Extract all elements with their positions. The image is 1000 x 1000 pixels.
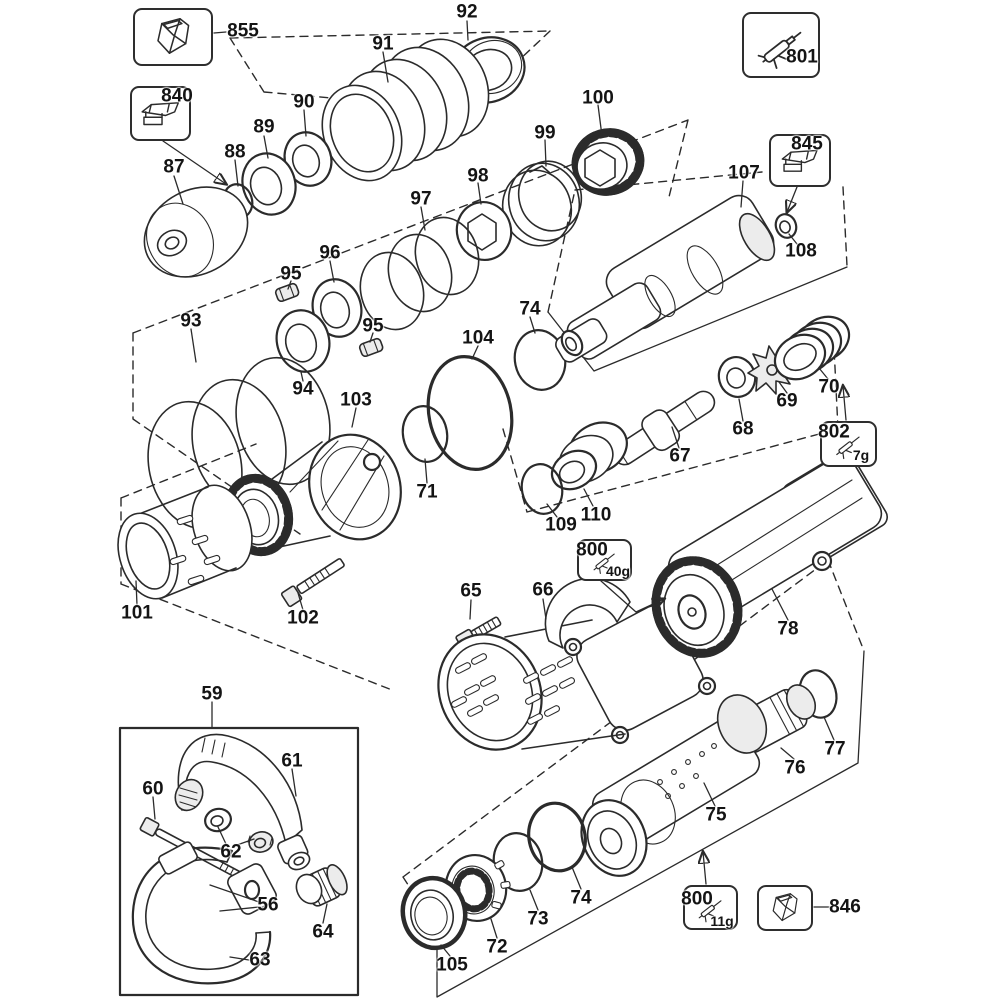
part-label-846: 846 xyxy=(829,896,861,918)
part-label-70: 70 xyxy=(818,376,840,398)
part-109-drawing xyxy=(520,463,564,515)
part-label-69: 69 xyxy=(776,390,798,412)
part-91-drawing xyxy=(321,38,490,182)
part-label-89: 89 xyxy=(253,116,275,138)
part-label-95: 95 xyxy=(280,263,302,285)
part-63-drawing xyxy=(131,841,277,985)
kit-box-800 xyxy=(577,539,632,581)
part-label-68: 68 xyxy=(732,418,754,440)
part-label-108: 108 xyxy=(785,240,817,262)
part-101-drawing xyxy=(117,484,253,600)
kit-box-846 xyxy=(757,885,813,931)
part-103-drawing xyxy=(222,433,402,557)
part-71-drawing xyxy=(401,405,449,463)
part-label-67: 67 xyxy=(669,445,691,467)
part-67-drawing xyxy=(612,390,716,466)
part-label-76: 76 xyxy=(784,757,806,779)
part-label-105: 105 xyxy=(436,954,468,976)
part-label-97: 97 xyxy=(410,188,432,210)
part-label-800: 800 xyxy=(681,888,713,910)
part-label-62: 62 xyxy=(220,841,242,863)
kit-box-845 xyxy=(769,134,831,187)
part-label-77: 77 xyxy=(824,738,846,760)
part-label-801: 801 xyxy=(786,46,818,68)
part-66-drawing xyxy=(437,577,717,751)
part-100-drawing xyxy=(571,128,645,196)
part-label-66: 66 xyxy=(532,579,554,601)
kit-box-800 xyxy=(683,885,738,930)
part-label-95: 95 xyxy=(362,315,384,337)
part-label-107: 107 xyxy=(728,162,760,184)
kit-box-802 xyxy=(820,421,877,467)
part-64-drawing xyxy=(295,864,348,907)
part-label-74: 74 xyxy=(570,887,592,909)
part-label-98: 98 xyxy=(467,165,489,187)
kit-box-840 xyxy=(130,86,191,141)
part-107-drawing xyxy=(555,194,776,363)
handle-assembly-frame xyxy=(118,726,360,997)
part-87-drawing xyxy=(143,186,249,278)
part-108-drawing xyxy=(774,213,798,239)
part-label-88: 88 xyxy=(224,141,246,163)
part-label-101: 101 xyxy=(121,602,153,624)
part-74b-drawing xyxy=(527,801,587,873)
kit-box-855 xyxy=(133,8,213,66)
part-102-drawing xyxy=(280,558,345,608)
part-label-61: 61 xyxy=(281,750,303,772)
part-94-drawing xyxy=(275,309,331,373)
part-label-109: 109 xyxy=(545,514,577,536)
part-89-drawing xyxy=(241,152,297,216)
part-label-102: 102 xyxy=(287,607,319,629)
part-label-65: 65 xyxy=(460,580,482,602)
part-label-71: 71 xyxy=(416,481,438,503)
part-label-800: 800 xyxy=(576,539,608,561)
part-label-855: 855 xyxy=(227,20,259,42)
part-105-drawing xyxy=(400,875,468,951)
part-label-72: 72 xyxy=(486,936,508,958)
part-95b-drawing xyxy=(358,337,384,358)
part-70-drawing xyxy=(773,315,851,381)
part-label-78: 78 xyxy=(777,618,799,640)
part-label-7g: 7g xyxy=(852,447,870,463)
part-label-840: 840 xyxy=(161,85,193,107)
part-label-91: 91 xyxy=(372,33,394,55)
part-78-drawing xyxy=(651,438,888,658)
parts-art xyxy=(117,36,888,985)
part-label-104: 104 xyxy=(462,327,494,349)
leader-lines xyxy=(135,20,846,961)
part-label-73: 73 xyxy=(527,908,549,930)
part-label-100: 100 xyxy=(582,87,614,109)
part-label-63: 63 xyxy=(249,949,271,971)
part-label-110: 110 xyxy=(580,504,612,526)
part-label-87: 87 xyxy=(163,156,185,178)
part-label-99: 99 xyxy=(534,122,556,144)
part-label-60: 60 xyxy=(142,778,164,800)
part-label-802: 802 xyxy=(818,421,850,443)
part-label-59: 59 xyxy=(201,683,223,705)
part-label-96: 96 xyxy=(319,242,341,264)
part-label-40g: 40g xyxy=(605,563,631,579)
kit-box-801 xyxy=(742,12,820,78)
part-label-93: 93 xyxy=(180,310,202,332)
part-104-drawing xyxy=(426,354,514,472)
part-label-103: 103 xyxy=(340,389,372,411)
part-label-94: 94 xyxy=(292,378,314,400)
part-97-drawing xyxy=(359,216,480,331)
part-label-74: 74 xyxy=(519,298,541,320)
part-62-drawing xyxy=(204,807,274,853)
part-label-92: 92 xyxy=(456,1,478,23)
part-label-75: 75 xyxy=(705,804,727,826)
guide-lines xyxy=(118,30,865,998)
part-label-11g: 11g xyxy=(710,913,734,929)
part-75-drawing xyxy=(580,694,768,877)
part-label-845: 845 xyxy=(791,133,823,155)
part-95a-drawing xyxy=(274,282,300,303)
part-label-56: 56 xyxy=(257,894,279,916)
part-label-90: 90 xyxy=(293,91,315,113)
part-61-drawing xyxy=(174,733,311,871)
part-label-64: 64 xyxy=(312,921,334,943)
